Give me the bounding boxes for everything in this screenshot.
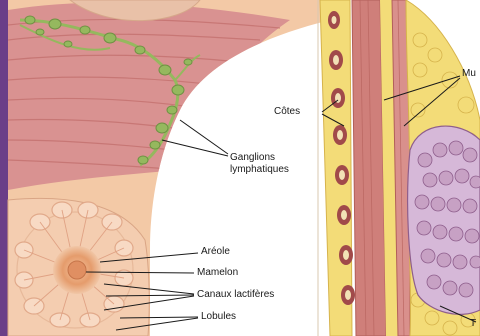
label-lymph-nodes: Ganglions lymphatiques bbox=[230, 152, 330, 176]
label-ribs: Côtes bbox=[274, 106, 300, 118]
label-bottom-right: T bbox=[470, 318, 476, 330]
label-lactiferous-ducts: Canaux lactifères bbox=[197, 289, 274, 301]
label-nipple: Mamelon bbox=[197, 267, 238, 279]
label-lobules: Lobules bbox=[201, 311, 236, 323]
label-areola: Aréole bbox=[201, 246, 230, 258]
cross-section-view bbox=[318, 0, 480, 336]
left-frame-bar bbox=[0, 0, 8, 336]
label-muscles: Mu bbox=[462, 68, 476, 80]
nipple-shape bbox=[68, 261, 86, 279]
